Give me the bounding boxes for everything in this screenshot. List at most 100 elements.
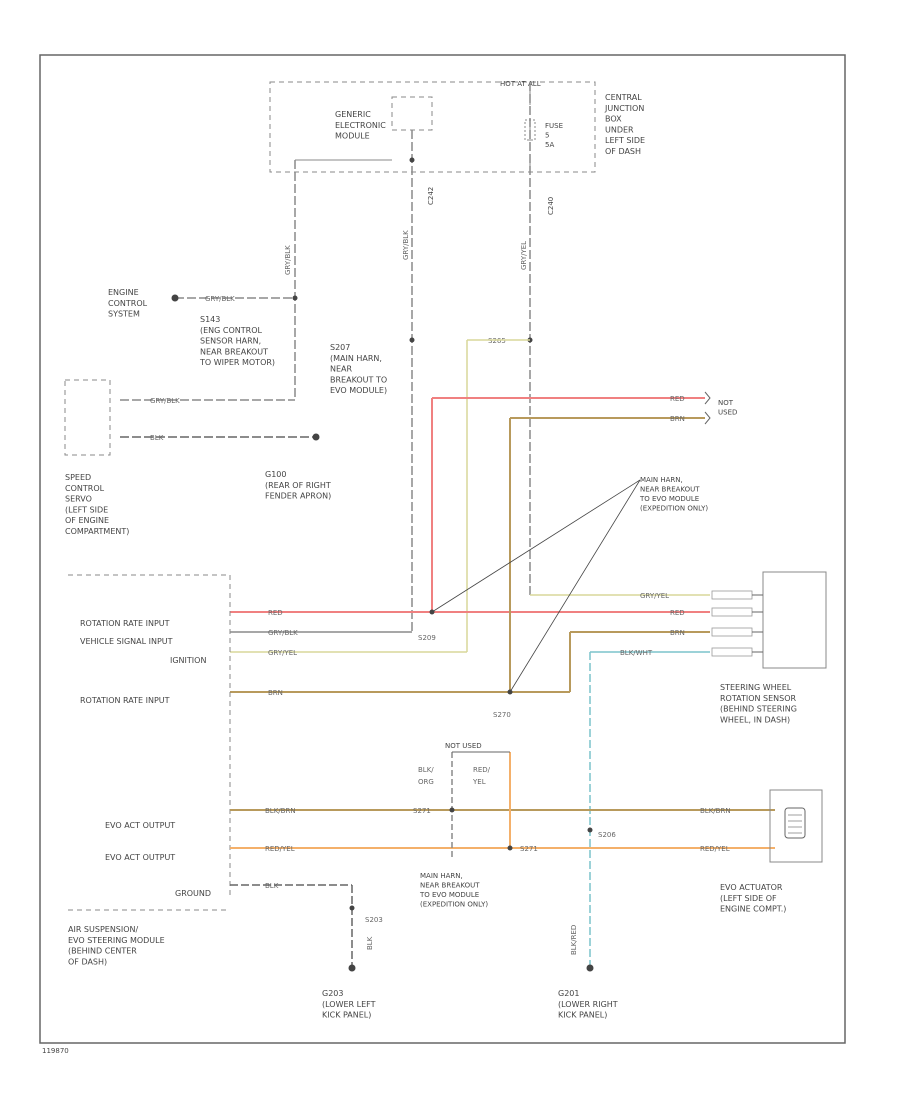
label-line: OF ENGINE xyxy=(65,516,109,525)
label-line: (LEFT SIDE xyxy=(65,505,108,514)
wire-label-out-blkbrn: BLK/BRN xyxy=(265,807,296,815)
label-line: (ENG CONTROL xyxy=(200,326,263,335)
wire-gry-yel-ignition xyxy=(230,339,530,653)
gem-node xyxy=(409,157,415,163)
label-line: JUNCTION xyxy=(604,104,644,113)
s203-splice xyxy=(349,905,355,911)
wire-label-sensor-blkwht: BLK/WHT xyxy=(620,649,653,657)
splice-label-s203: S203 xyxy=(365,916,383,924)
label-line: S207 xyxy=(330,343,350,352)
label-line: 5A xyxy=(545,141,554,149)
label-line: NOT xyxy=(718,399,734,407)
wire-red xyxy=(230,397,710,613)
engine-control-terminal xyxy=(171,294,179,302)
label-line: FENDER APRON) xyxy=(265,492,331,501)
g203-ground-point xyxy=(348,964,356,972)
footer-id: 119870 xyxy=(42,1047,69,1055)
diagram-frame xyxy=(39,54,846,1044)
label-line: KICK PANEL) xyxy=(322,1011,371,1020)
wire-label-ground-blk-mod: BLK xyxy=(265,882,279,890)
label-line: (EXPEDITION ONLY) xyxy=(420,900,488,908)
module-label: AIR SUSPENSION/EVO STEERING MODULE(BEHIN… xyxy=(68,925,165,966)
splice-label-s270: S270 xyxy=(493,711,511,719)
wire-label-v-gryblk-2: GRY/BLK xyxy=(402,230,410,260)
label-line: BOX xyxy=(605,115,622,124)
label-line: TO WIPER MOTOR) xyxy=(199,358,275,367)
label-line: TO EVO MODULE xyxy=(639,495,699,503)
label-line: ROTATION SENSOR xyxy=(720,694,797,703)
label-line: UNDER xyxy=(605,125,634,134)
label-line: NEAR BREAKOUT xyxy=(640,485,700,493)
wire-label-sensor-red: RED xyxy=(670,609,685,617)
wire-label-v-gryblk-1: GRY/BLK xyxy=(284,245,292,275)
label-line: OF DASH) xyxy=(68,957,107,966)
wire-label-mod-gryblk: GRY/BLK xyxy=(268,629,298,637)
gem-inner-box xyxy=(391,96,433,131)
wire-label-sensor-brn: BRN xyxy=(670,629,685,637)
pin-evo-act-output-1: EVO ACT OUTPUT xyxy=(105,821,175,830)
label-line: EVO STEERING MODULE xyxy=(68,936,165,945)
evo-actuator-box xyxy=(769,789,823,863)
wire-label-mod-brn: BRN xyxy=(268,689,283,697)
wire-label-sensor-gryyel: GRY/YEL xyxy=(640,592,669,600)
label-line: MAIN HARN, xyxy=(420,872,463,880)
label-line: LEFT SIDE xyxy=(605,136,645,145)
label-line: FUSE xyxy=(545,122,563,130)
pin-rotation-rate-input-1: ROTATION RATE INPUT xyxy=(80,619,170,628)
sensor-connector-pins xyxy=(711,590,763,657)
label-line: ENGINE COMPT.) xyxy=(720,905,786,914)
wire-label-ground-blk: BLK xyxy=(150,434,164,442)
wire-label-act-blkbrn: BLK/BRN xyxy=(700,807,731,815)
label-line: 5 xyxy=(545,131,549,139)
s143-splice xyxy=(292,295,298,301)
wire-brn xyxy=(230,417,710,693)
label-line: G100 xyxy=(265,470,286,479)
g201-ground-point xyxy=(586,964,594,972)
label-line: OF DASH xyxy=(605,147,641,156)
not-used-bottom-label: NOT USED xyxy=(445,742,482,750)
s207-splice xyxy=(409,337,415,343)
wire-label-g203-blk: BLK xyxy=(366,936,374,950)
wire-gry-yel-sensor xyxy=(529,82,710,596)
wire-label-g201-blkred: BLK/RED xyxy=(570,925,578,955)
label-line: ENGINE xyxy=(108,288,139,297)
label-line: SPEED xyxy=(65,473,91,482)
label-line: SERVO xyxy=(65,495,92,504)
label-line: NEAR xyxy=(330,365,353,374)
steering-sensor-box xyxy=(762,571,827,669)
wire-label-mod-red: RED xyxy=(268,609,283,617)
label-line: STEERING WHEEL xyxy=(720,683,792,692)
label-line: (LOWER LEFT xyxy=(322,1000,376,1009)
s206-splice xyxy=(587,827,593,833)
label-line: MAIN HARN, xyxy=(640,476,683,484)
wire-ground-g203 xyxy=(230,884,353,968)
label-line: NEAR BREAKOUT xyxy=(200,347,268,356)
label-line: BREAKOUT TO xyxy=(330,375,387,384)
s271-splice-left xyxy=(449,807,455,813)
label-line: TO EVO MODULE xyxy=(419,891,479,899)
pin-ground: GROUND xyxy=(175,889,211,898)
pin-rotation-rate-input-2: ROTATION RATE INPUT xyxy=(80,696,170,705)
splice-label-s271-b: S271 xyxy=(520,845,538,853)
label-line: CENTRAL xyxy=(605,93,642,102)
label-line: G201 xyxy=(558,989,579,998)
label-line: CONTROL xyxy=(65,484,105,493)
